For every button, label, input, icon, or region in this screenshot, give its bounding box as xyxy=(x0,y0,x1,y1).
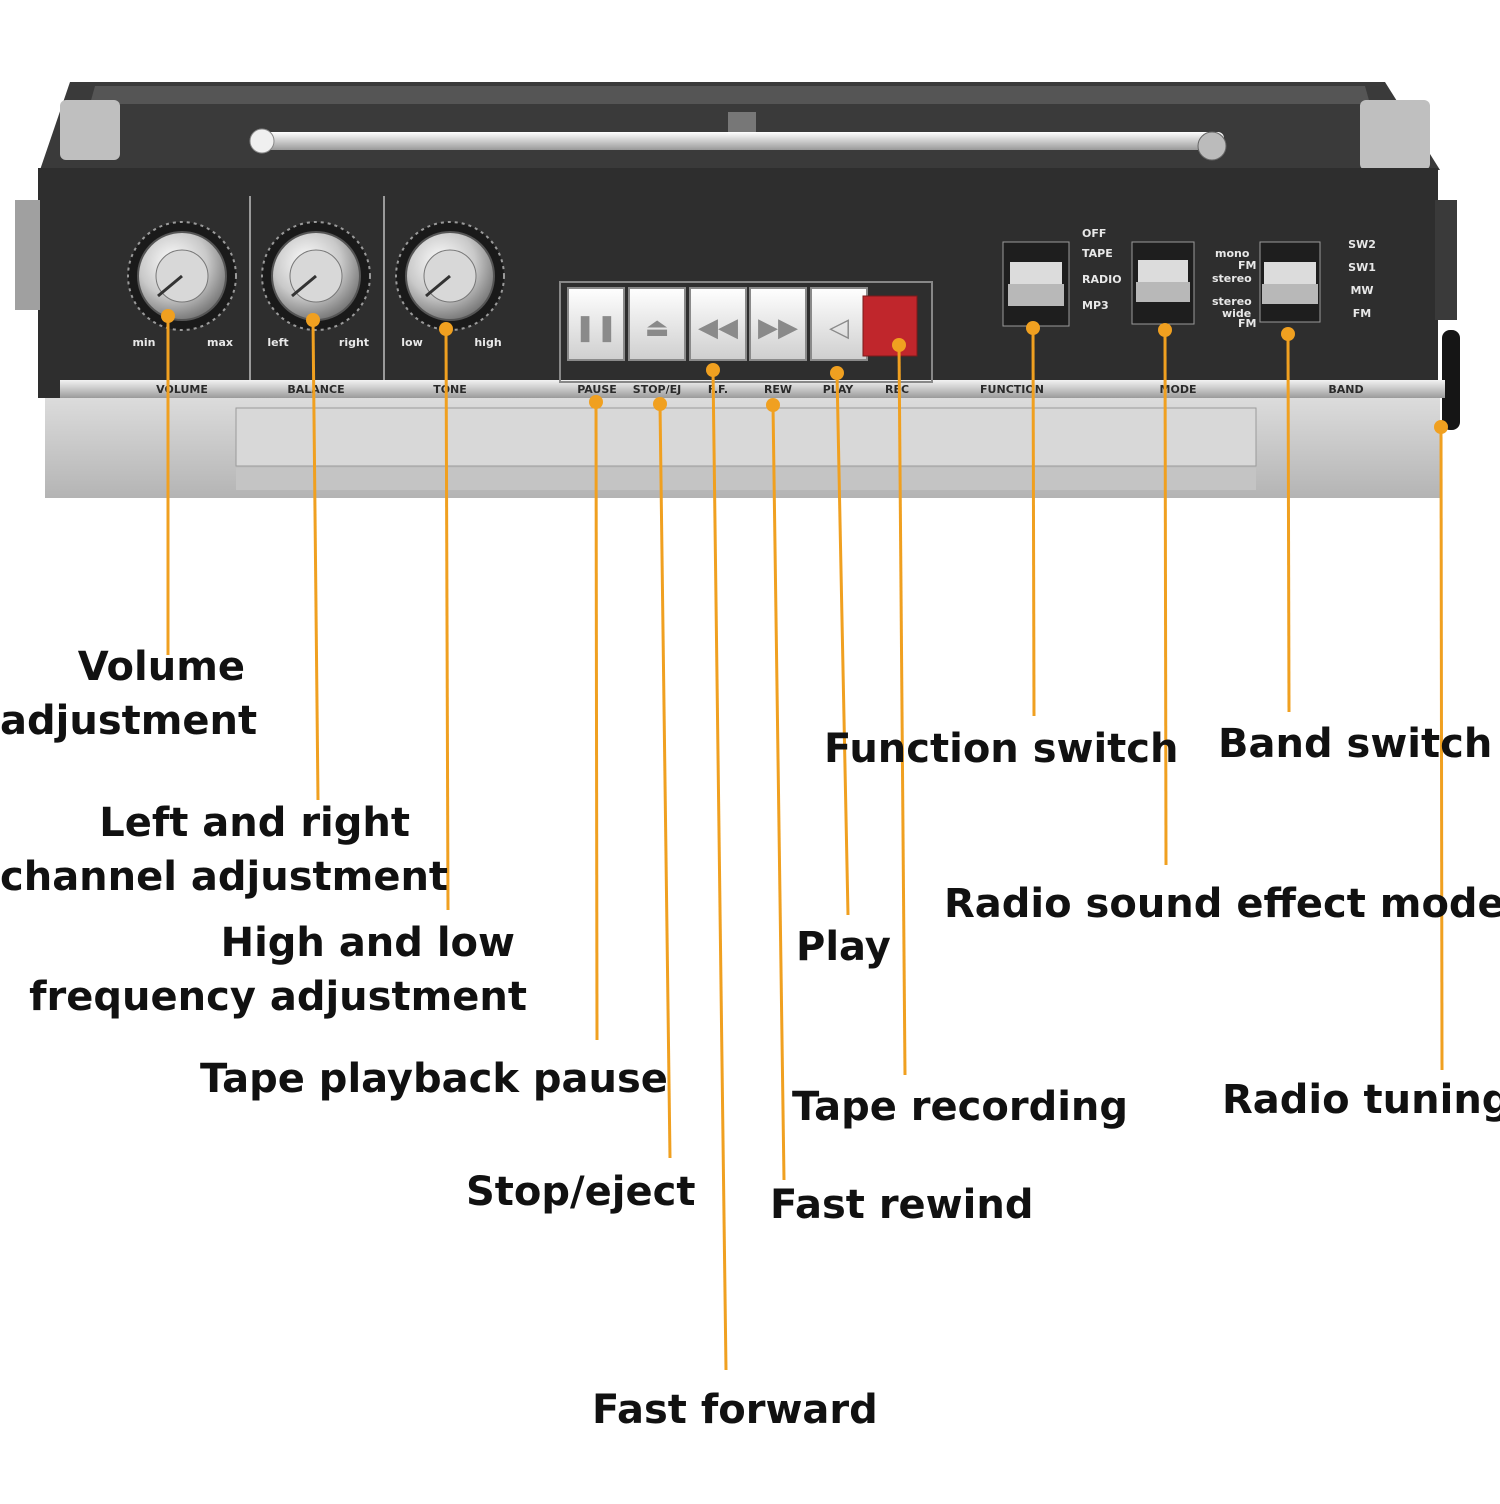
band-option: SW2 xyxy=(1348,238,1376,251)
label-ff: Fast forward xyxy=(592,1387,878,1433)
label-tone-line1: High and low xyxy=(220,920,515,966)
knob-min-label: low xyxy=(401,336,423,349)
band-option: FM xyxy=(1353,307,1371,320)
key-glyph-icon: ◁ xyxy=(829,313,849,343)
knob-max-label: max xyxy=(207,336,233,349)
leader-tuning xyxy=(1434,420,1448,1071)
knob-min-label: left xyxy=(267,336,288,349)
switch-option-labels: OFFTAPERADIOMP3monoFMstereostereowideFMS… xyxy=(1082,227,1376,330)
function-option: MP3 xyxy=(1082,299,1109,312)
key-play[interactable]: ◁ xyxy=(810,287,868,361)
section-label: FUNCTION xyxy=(980,383,1044,396)
label-play: Play xyxy=(796,924,891,970)
label-tone: High and low frequency adjustment xyxy=(0,916,527,1024)
leader-pause xyxy=(589,395,603,1041)
section-label: BALANCE xyxy=(287,383,344,396)
label-rew: Fast rewind xyxy=(770,1182,1034,1228)
leader-balance xyxy=(306,313,320,801)
function-option: TAPE xyxy=(1082,247,1113,260)
leader-play xyxy=(830,366,850,916)
knob-min-label: min xyxy=(132,336,155,349)
key-stopej[interactable]: ⏏ xyxy=(628,287,686,361)
cassette-tray xyxy=(45,398,1440,498)
leader-tone xyxy=(439,322,453,911)
knob-volume[interactable]: min max xyxy=(127,221,237,349)
key-glyph-icon: ◀◀ xyxy=(698,313,738,343)
leader-volume xyxy=(161,309,175,655)
label-balance: Left and right channel adjustment xyxy=(0,796,449,904)
label-tuning: Radio tuning xyxy=(1222,1077,1500,1123)
leader-mode xyxy=(1158,323,1172,866)
label-rec: Tape recording xyxy=(792,1084,1129,1130)
key-label: F.F. xyxy=(708,383,728,396)
radio-top xyxy=(40,82,1440,170)
leader-lines xyxy=(161,309,1448,1371)
label-stop: Stop/eject xyxy=(466,1169,696,1215)
key-label: REC xyxy=(885,383,909,396)
label-volume-line1: Volume xyxy=(77,644,245,690)
key-group: ❚❚ ⏏ ◀◀ ▶▶ ◁ xyxy=(559,281,933,383)
label-band: Band switch xyxy=(1218,721,1493,767)
knob-tone[interactable]: low high xyxy=(395,221,505,349)
knob-group: min max left right low high xyxy=(127,221,505,349)
mode-option: mono xyxy=(1215,247,1250,260)
label-balance-line1: Left and right xyxy=(99,800,410,846)
label-tone-line2: frequency adjustment xyxy=(29,974,527,1020)
label-volume: Volume adjustment xyxy=(0,640,258,748)
key-glyph-icon: ⏏ xyxy=(645,313,670,343)
key-glyph-icon: ▶▶ xyxy=(758,313,798,343)
label-balance-line2: channel adjustment xyxy=(0,854,449,900)
key-label: REW xyxy=(764,383,792,396)
band-option: SW1 xyxy=(1348,261,1376,274)
mode-option: FM xyxy=(1238,259,1256,272)
section-label: TONE xyxy=(433,383,467,396)
key-label: STOP/EJ xyxy=(633,383,681,396)
leader-stop xyxy=(653,397,672,1159)
label-pause: Tape playback pause xyxy=(200,1056,668,1102)
mode-option: wide xyxy=(1222,307,1251,320)
leader-rew xyxy=(766,398,786,1181)
leader-rec xyxy=(892,338,907,1076)
section-label: BAND xyxy=(1328,383,1363,396)
key-pause[interactable]: ❚❚ xyxy=(567,287,625,361)
function-option: OFF xyxy=(1082,227,1106,240)
switch-group xyxy=(1002,241,1321,327)
leader-band xyxy=(1281,327,1295,713)
mode-option: stereo xyxy=(1212,295,1252,308)
knob-max-label: right xyxy=(339,336,369,349)
label-mode: Radio sound effect mode xyxy=(944,881,1500,927)
key-glyph-icon: ❚❚ xyxy=(574,313,618,343)
band-option: MW xyxy=(1350,284,1373,297)
leader-function xyxy=(1026,321,1040,717)
key-rec[interactable] xyxy=(862,295,918,357)
key-ff[interactable]: ◀◀ xyxy=(689,287,747,361)
knob-max-label: high xyxy=(474,336,501,349)
label-volume-line2: adjustment xyxy=(0,698,258,744)
label-function: Function switch xyxy=(824,726,1179,772)
key-rew[interactable]: ▶▶ xyxy=(749,287,807,361)
knob-balance[interactable]: left right xyxy=(261,221,371,349)
function-option: RADIO xyxy=(1082,273,1122,286)
mode-option: stereo xyxy=(1212,272,1252,285)
mode-option: FM xyxy=(1238,317,1256,330)
leader-ff xyxy=(706,363,728,1371)
antenna xyxy=(249,128,1227,161)
section-label: MODE xyxy=(1160,383,1197,396)
key-label: PAUSE xyxy=(577,383,617,396)
section-label: VOLUME xyxy=(156,383,208,396)
